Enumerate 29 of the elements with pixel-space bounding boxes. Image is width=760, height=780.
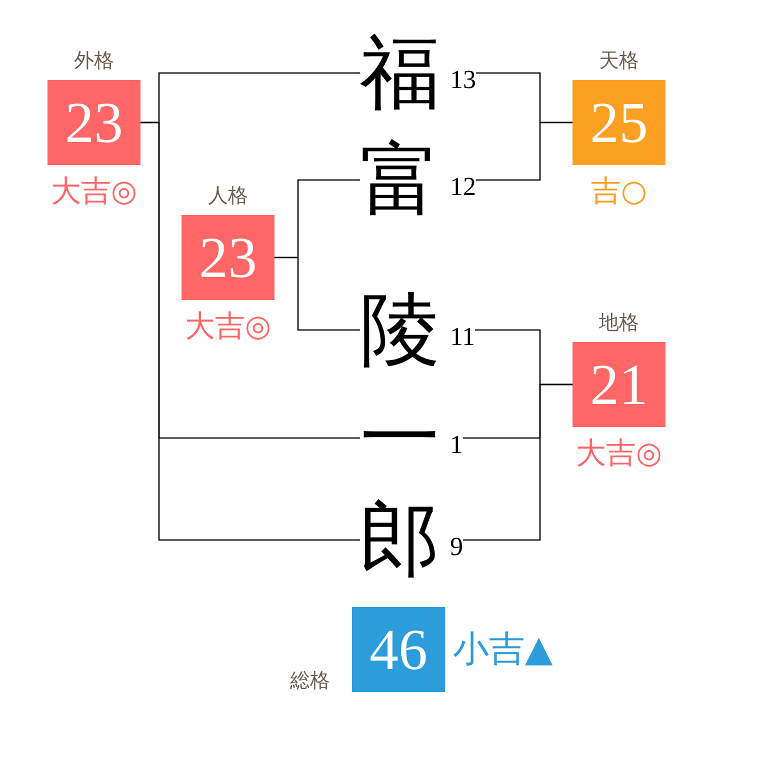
stroke-count: 1: [450, 430, 463, 460]
category-heading: 外格: [74, 48, 114, 72]
fortune-verdict: 大吉◎: [576, 437, 662, 471]
category-heading: 総格: [290, 668, 330, 692]
fortune-verdict: 吉○: [590, 175, 648, 209]
stroke-count: 9: [450, 532, 463, 562]
name-character: 富: [360, 138, 440, 222]
category-heading: 天格: [599, 48, 639, 72]
name-character: 陵: [360, 288, 440, 372]
name-character: 福: [360, 31, 440, 115]
bracket-line: [274, 256, 360, 331]
stroke-count: 11: [450, 322, 476, 352]
fortune-verdict: 大吉◎: [184, 310, 272, 344]
bracket-line: [140, 122, 360, 541]
score-tile: 21: [572, 342, 666, 427]
score-tile: 23: [182, 215, 274, 300]
category-heading: 人格: [208, 183, 248, 207]
stroke-count: 12: [450, 172, 476, 202]
score-tile: 25: [572, 80, 666, 165]
bracket-line: [463, 384, 572, 541]
score-tile: 46: [352, 607, 445, 692]
bracket-line: [476, 122, 572, 181]
score-tile: 23: [48, 80, 140, 165]
category-heading: 地格: [599, 310, 639, 334]
fortune-verdict: 大吉◎: [50, 175, 138, 209]
stroke-count: 13: [450, 65, 476, 95]
name-character: 一: [360, 396, 440, 480]
name-character: 郎: [360, 498, 440, 582]
fortune-verdict: 小吉▲: [453, 630, 553, 670]
